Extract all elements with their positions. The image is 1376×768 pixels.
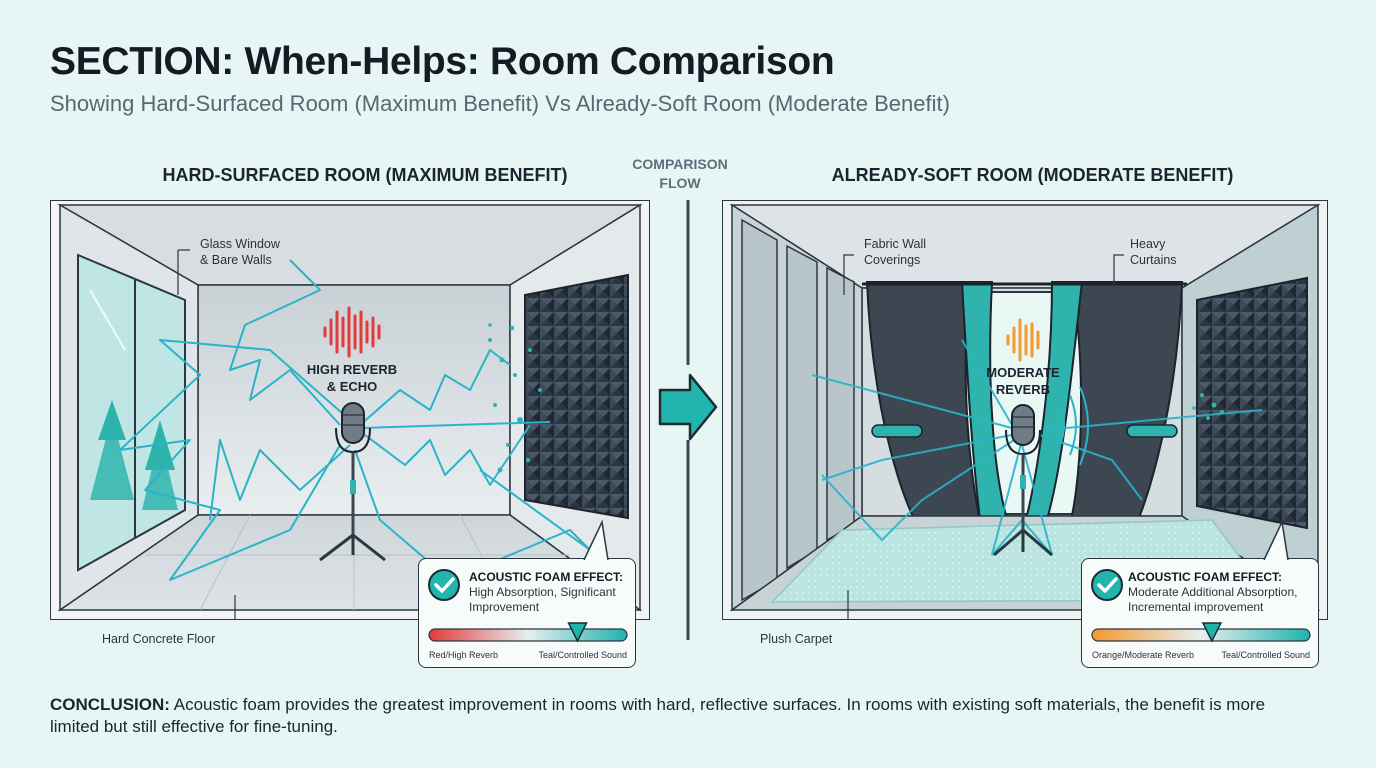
scale-marker-icon [1201,622,1223,643]
checkmark-icon [428,569,460,601]
flow-arrow-icon [658,373,718,441]
effect-line2: Improvement [469,600,540,614]
moderate-reverb-wave-icon [1006,318,1040,362]
reverb-scale-bar [1091,622,1311,643]
callout-line: Fabric Wall [864,237,927,251]
acoustic-foam-panel-icon [1196,276,1308,530]
heavy-curtains-callout: Heavy Curtains [1130,236,1177,268]
heavy-curtains-icon [862,281,1187,536]
high-reverb-wave-icon [323,306,381,358]
wave-label-line: & ECHO [326,379,378,394]
high-reverb-label: HIGH REVERB & ECHO [300,361,404,395]
sound-wave-arcs-icon [1059,386,1089,466]
effect-heading: ACOUSTIC FOAM EFFECT: [1128,570,1282,584]
scale-left-label: Orange/Moderate Reverb [1092,650,1195,660]
glass-window-icon [77,253,186,572]
sound-reflection-lines [811,339,1263,556]
hard-room-illustration [50,200,650,620]
wave-label-line: HIGH REVERB [306,362,398,377]
conclusion-body: Acoustic foam provides the greatest impr… [50,695,1266,736]
plush-carpet-callout: Plush Carpet [760,632,833,646]
effect-heading: ACOUSTIC FOAM EFFECT: [469,570,623,584]
callout-line: Heavy [1130,237,1166,251]
microphone-icon [993,404,1053,557]
effect-line1: High Absorption, Significant [469,585,616,599]
effect-pointer [583,520,609,560]
hard-room-effect-box: ACOUSTIC FOAM EFFECT: High Absorption, S… [418,558,636,668]
soft-room-illustration [722,200,1328,620]
soft-room-title: ALREADY-SOFT ROOM (MODERATE BENEFIT) [831,165,1234,185]
callout-line: Curtains [1130,253,1177,267]
flow-label-line2: FLOW [659,175,701,191]
acoustic-foam-panel-icon [524,273,629,520]
soft-room-effect-box: ACOUSTIC FOAM EFFECT: Moderate Additiona… [1081,558,1319,668]
hard-room-title: HARD-SURFACED ROOM (MAXIMUM BENEFIT) [162,165,568,185]
hard-floor-callout: Hard Concrete Floor [102,632,216,646]
scale-left-label: Red/High Reverb [429,650,499,660]
fabric-wall-callout: Fabric Wall Coverings [864,236,926,268]
microphone-icon [319,402,386,562]
page-title: SECTION: When-Helps: Room Comparison [50,40,835,83]
reverb-scale-bar [428,622,628,643]
sound-reflection-lines [119,259,591,581]
effect-line2: Incremental improvement [1128,600,1264,614]
moderate-reverb-label: MODERATE REVERB [973,364,1073,398]
callout-line: Glass Window [200,237,280,251]
scale-right-label: Teal/Controlled Sound [1221,650,1310,660]
flow-label-line1: COMPARISON [632,156,728,172]
wave-label-line: MODERATE [986,365,1060,380]
callout-line: & Bare Walls [200,253,272,267]
glass-window-callout: Glass Window & Bare Walls [200,236,280,268]
conclusion-label: CONCLUSION: [50,695,170,714]
checkmark-icon [1091,569,1123,601]
comparison-flow-label: COMPARISON FLOW [620,155,740,193]
scale-right-label: Teal/Controlled Sound [538,650,627,660]
scale-marker-icon [567,622,588,643]
comparison-flow-divider [658,200,718,640]
effect-line1: Moderate Additional Absorption, [1128,585,1298,599]
callout-line: Coverings [864,253,921,267]
page-subtitle: Showing Hard-Surfaced Room (Maximum Bene… [50,91,950,116]
effect-pointer [1263,520,1289,560]
conclusion-text: CONCLUSION: Acoustic foam provides the g… [50,694,1300,738]
wave-label-line: REVERB [995,382,1051,397]
